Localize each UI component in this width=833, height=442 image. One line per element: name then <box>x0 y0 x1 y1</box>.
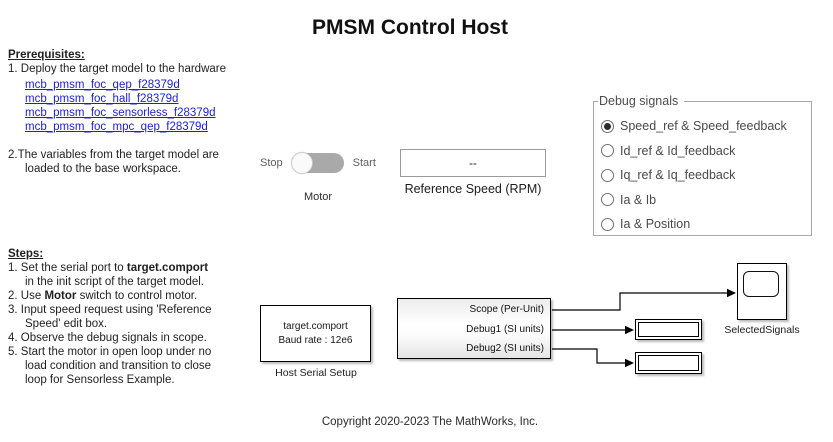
scope-block-label: SelectedSignals <box>724 324 800 336</box>
motor-switch-group: Stop Start <box>260 152 376 174</box>
arrowhead-icon <box>625 358 634 368</box>
link-mcb-pmsm-foc-sensorless[interactable]: mcb_pmsm_foc_sensorless_f28379d <box>25 107 216 119</box>
prerequisites-item1: 1. Deploy the target model to the hardwa… <box>8 63 226 75</box>
reference-speed-caption: Reference Speed (RPM) <box>404 182 542 196</box>
debug-option[interactable]: Ia & Position <box>601 212 787 237</box>
motor-switch-caption: Motor <box>303 191 333 203</box>
radio-button-icon[interactable] <box>601 144 614 158</box>
step-5-line1: 5. Start the motor in open loop under no <box>8 346 212 358</box>
step-3-line2: Speed' edit box. <box>25 318 108 330</box>
debug1-display-block[interactable] <box>635 319 702 340</box>
link-mcb-pmsm-foc-qep[interactable]: mcb_pmsm_foc_qep_f28379d <box>25 79 180 91</box>
host-serial-baud: Baud rate : 12e6 <box>278 334 353 346</box>
debug-signals-options: Speed_ref & Speed_feedback Id_ref & Id_f… <box>601 114 787 237</box>
prerequisites-heading: Prerequisites: <box>8 49 85 61</box>
arrowhead-icon <box>625 325 634 335</box>
host-serial-setup-label: Host Serial Setup <box>275 367 357 379</box>
step-1-bold: target.comport <box>126 262 209 274</box>
arrowhead-icon <box>727 288 736 298</box>
debug1-display-value <box>638 322 699 337</box>
debug-option-label: Speed_ref & Speed_feedback <box>620 119 787 134</box>
port-label-debug2: Debug2 (SI units) <box>466 343 544 354</box>
step-5-line3: loop for Sensorless Example. <box>25 374 175 386</box>
debug-option[interactable]: Id_ref & Id_feedback <box>601 139 787 164</box>
prerequisites-item2-line2: loaded to the base workspace. <box>25 163 181 175</box>
switch-knob-icon[interactable] <box>290 152 313 174</box>
step-1-line1: 1. Set the serial port to target.comport <box>8 261 258 275</box>
scope-block[interactable] <box>737 263 787 320</box>
debug-option-label: Iq_ref & Iq_feedback <box>620 168 736 183</box>
step-4: 4. Observe the debug signals in scope. <box>8 332 207 344</box>
host-comms-block[interactable]: Scope (Per-Unit) Debug1 (SI units) Debug… <box>397 298 551 359</box>
radio-dot-icon <box>604 122 611 130</box>
debug-signals-panel: Debug signals Speed_ref & Speed_feedback… <box>593 94 812 237</box>
steps-heading: Steps: <box>8 248 44 260</box>
prerequisites-section: Prerequisites: 1. Deploy the target mode… <box>8 48 258 176</box>
step-2-text2: switch to control motor. <box>76 290 198 302</box>
radio-button-icon[interactable] <box>601 193 614 207</box>
step-2: 2. Use Motor switch to control motor. <box>8 289 258 303</box>
radio-button-icon[interactable] <box>601 119 614 133</box>
step-1-text: 1. Set the serial port to <box>8 262 127 274</box>
step-1-line2: in the init script of the target model. <box>25 276 204 288</box>
reference-speed-input[interactable]: -- <box>400 149 546 177</box>
step-2-text: 2. Use <box>8 290 45 302</box>
debug-option[interactable]: Ia & Ib <box>601 188 787 213</box>
debug2-display-value <box>638 355 699 371</box>
wire-debug2 <box>552 348 626 364</box>
switch-stop-label: Stop <box>260 157 283 169</box>
debug-option-label: Ia & Ib <box>620 192 657 207</box>
model-links: mcb_pmsm_foc_qep_f28379d mcb_pmsm_foc_ha… <box>25 78 258 134</box>
link-mcb-pmsm-foc-hall[interactable]: mcb_pmsm_foc_hall_f28379d <box>25 93 179 105</box>
steps-section: Steps: 1. Set the serial port to target.… <box>8 247 258 387</box>
debug-option[interactable]: Speed_ref & Speed_feedback <box>601 114 787 139</box>
host-serial-comport: target.comport <box>283 320 348 332</box>
debug2-display-block[interactable] <box>635 352 702 374</box>
scope-screen-icon <box>743 271 779 297</box>
prerequisites-item2-line1: 2.The variables from the target model ar… <box>8 149 219 161</box>
radio-button-icon[interactable] <box>601 217 614 231</box>
step-2-bold: Motor <box>44 290 77 302</box>
port-label-debug1: Debug1 (SI units) <box>466 323 544 335</box>
link-mcb-pmsm-foc-mpc-qep[interactable]: mcb_pmsm_foc_mpc_qep_f28379d <box>25 121 208 133</box>
step-5-line2: load condition and transition to close <box>25 360 212 372</box>
copyright-text: Copyright 2020-2023 The MathWorks, Inc. <box>321 416 539 428</box>
page-title: PMSM Control Host <box>312 16 508 39</box>
debug-option[interactable]: Iq_ref & Iq_feedback <box>601 163 787 188</box>
debug-option-label: Id_ref & Id_feedback <box>620 143 736 158</box>
wire-scope <box>552 292 728 311</box>
debug-option-label: Ia & Position <box>620 217 691 232</box>
motor-toggle-switch[interactable] <box>290 152 344 174</box>
switch-start-label: Start <box>352 157 376 169</box>
debug-signals-legend: Debug signals <box>598 94 685 109</box>
step-3-line1: 3. Input speed request using 'Reference <box>8 304 212 316</box>
port-label-scope: Scope (Per-Unit) <box>469 304 544 315</box>
radio-button-icon[interactable] <box>601 168 614 182</box>
host-serial-setup-block[interactable]: target.comport Baud rate : 12e6 <box>260 305 371 362</box>
